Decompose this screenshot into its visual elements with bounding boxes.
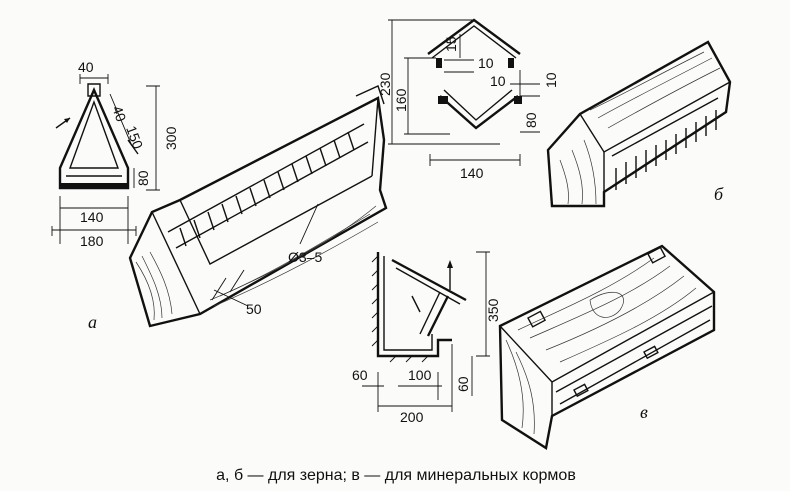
dim-b-peak: 15	[443, 36, 459, 52]
dim-b-inner-h: 160	[393, 88, 409, 112]
dim-v-inner: 100	[408, 367, 432, 383]
figure-b-feeder	[546, 40, 732, 208]
dim-a-side-a: 40	[109, 104, 129, 124]
dim-a-side-b: 150	[123, 124, 146, 152]
dim-a-spacing: 50	[246, 301, 262, 317]
label-v: в	[640, 402, 648, 422]
dim-b-height: 230	[377, 72, 393, 96]
dim-v-left: 60	[352, 367, 368, 383]
label-b: б	[714, 184, 724, 204]
dim-b-width: 140	[460, 165, 484, 181]
dim-a-rod: Ø3–5	[288, 249, 322, 265]
figure-v-feeder	[498, 244, 716, 450]
dim-a-outer-w: 180	[80, 233, 104, 249]
dim-a-height: 300	[163, 126, 179, 150]
dim-a-inner-w: 140	[80, 209, 104, 225]
label-a: а	[88, 312, 97, 332]
dim-b-gap2: 10	[490, 73, 506, 89]
dim-b-gap3: 10	[543, 72, 559, 88]
figure-v-section	[362, 251, 490, 412]
dim-b-base-h: 80	[523, 112, 539, 128]
dim-a-top: 40	[78, 59, 94, 75]
dim-b-gap1: 10	[478, 55, 494, 71]
figure-a-feeder	[128, 85, 388, 328]
dim-a-base-h: 80	[135, 170, 151, 186]
figure-caption: а, б — для зерна; в — для минеральных ко…	[216, 467, 576, 484]
dim-v-base-h: 60	[455, 376, 471, 392]
dim-v-width: 200	[400, 409, 424, 425]
figure-a-section	[51, 74, 160, 244]
figure-b-section	[388, 18, 540, 166]
dim-v-height: 350	[485, 298, 501, 322]
